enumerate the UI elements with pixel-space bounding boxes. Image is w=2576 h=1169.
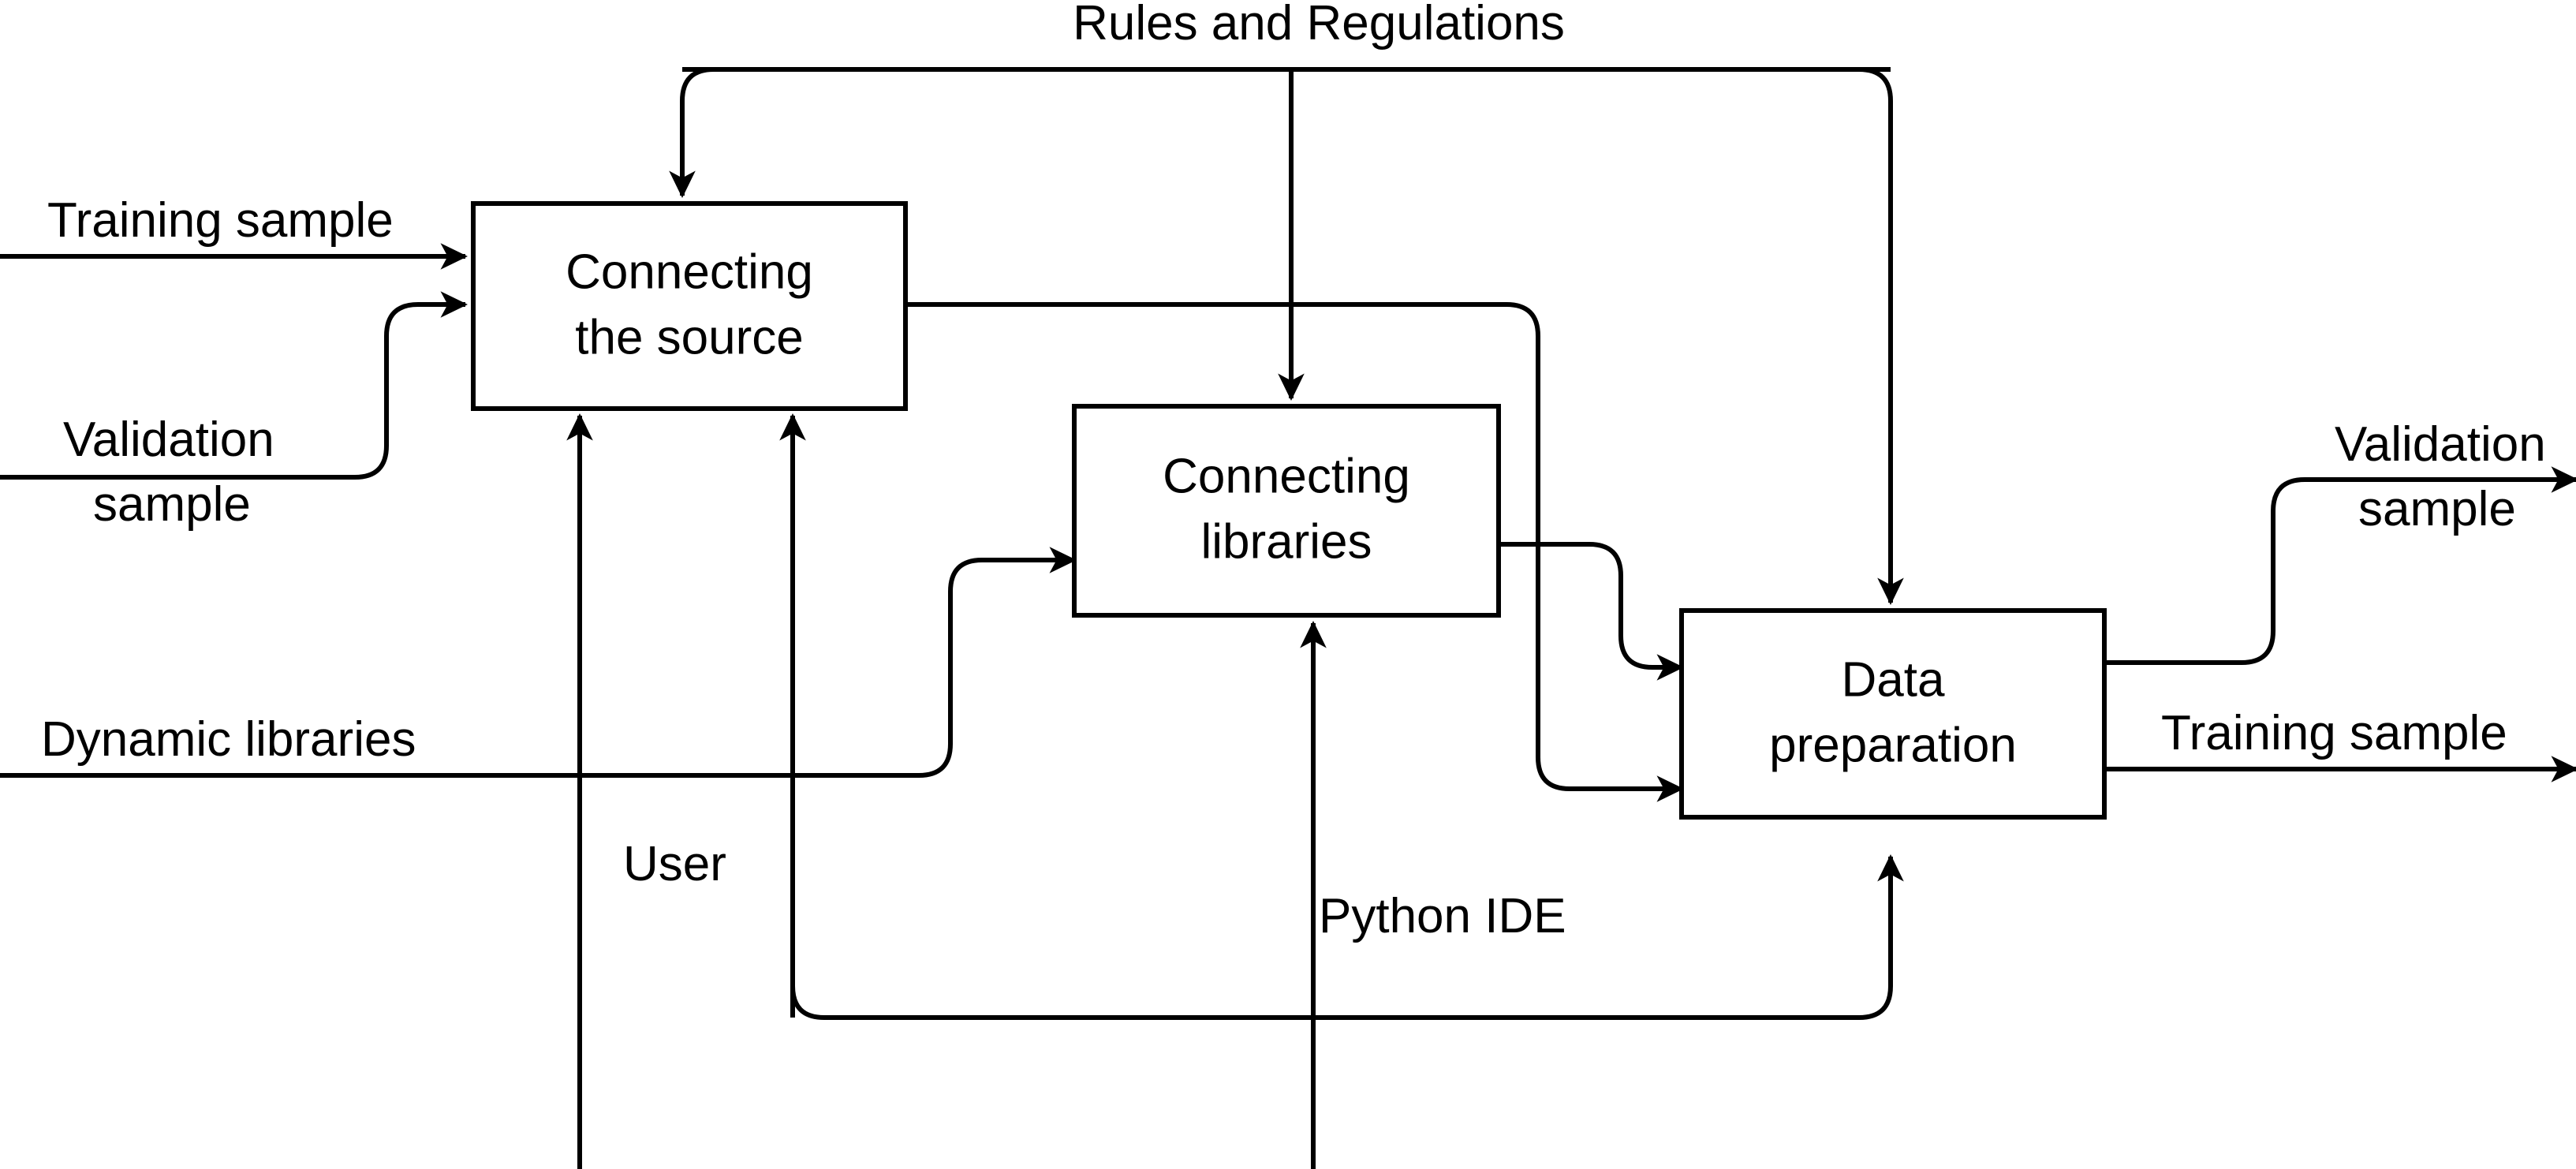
label-dynamic-libraries: Dynamic libraries [41, 712, 416, 767]
edge-validation-sample-input [0, 291, 468, 480]
box-connecting-the-source-rect[interactable] [471, 201, 908, 411]
label-training-sample-input: Training sample [47, 193, 394, 248]
label-validation-sample-input-line1: Validation [63, 413, 274, 467]
label-validation-sample-input-line2: sample [93, 477, 251, 532]
box-connecting-libraries-line1: Connecting [1163, 449, 1410, 503]
edge-rules-to-connecting-the-source [669, 67, 715, 198]
box-connecting-the-source-line2: the source [575, 310, 804, 364]
boxes-layer: Connecting the source Connecting librari… [471, 201, 2107, 820]
label-validation-sample-output-line1: Validation [2335, 417, 2546, 472]
edge-labels-layer: Rules and Regulations Training sample Va… [41, 0, 2546, 943]
edge-libraries-to-data-preparation [1499, 542, 1684, 681]
edges-layer [0, 67, 2576, 1169]
box-connecting-libraries-rect[interactable] [1072, 404, 1501, 618]
box-connecting-the-source[interactable]: Connecting the source [471, 201, 908, 411]
edge-data-preparation-validation-output [2104, 466, 2576, 665]
edge-python-ide-bus-to-data-preparation [790, 854, 1904, 1020]
label-user: User [623, 837, 726, 891]
box-data-preparation-line2: preparation [1769, 718, 2017, 772]
label-rules-and-regulations: Rules and Regulations [1073, 0, 1565, 50]
box-connecting-libraries-line2: libraries [1200, 514, 1372, 569]
edge-rules-to-data-preparation [1858, 67, 1904, 605]
box-data-preparation-rect[interactable] [1679, 608, 2107, 820]
label-training-sample-output: Training sample [2161, 706, 2507, 760]
box-connecting-the-source-line1: Connecting [566, 245, 813, 299]
label-python-ide: Python IDE [1319, 889, 1566, 943]
box-connecting-libraries[interactable]: Connecting libraries [1072, 404, 1501, 618]
label-validation-sample-output-line2: sample [2358, 482, 2516, 536]
box-data-preparation-line1: Data [1842, 652, 1945, 707]
edge-dynamic-libraries-input [0, 547, 1077, 778]
box-data-preparation[interactable]: Data preparation [1679, 608, 2107, 820]
